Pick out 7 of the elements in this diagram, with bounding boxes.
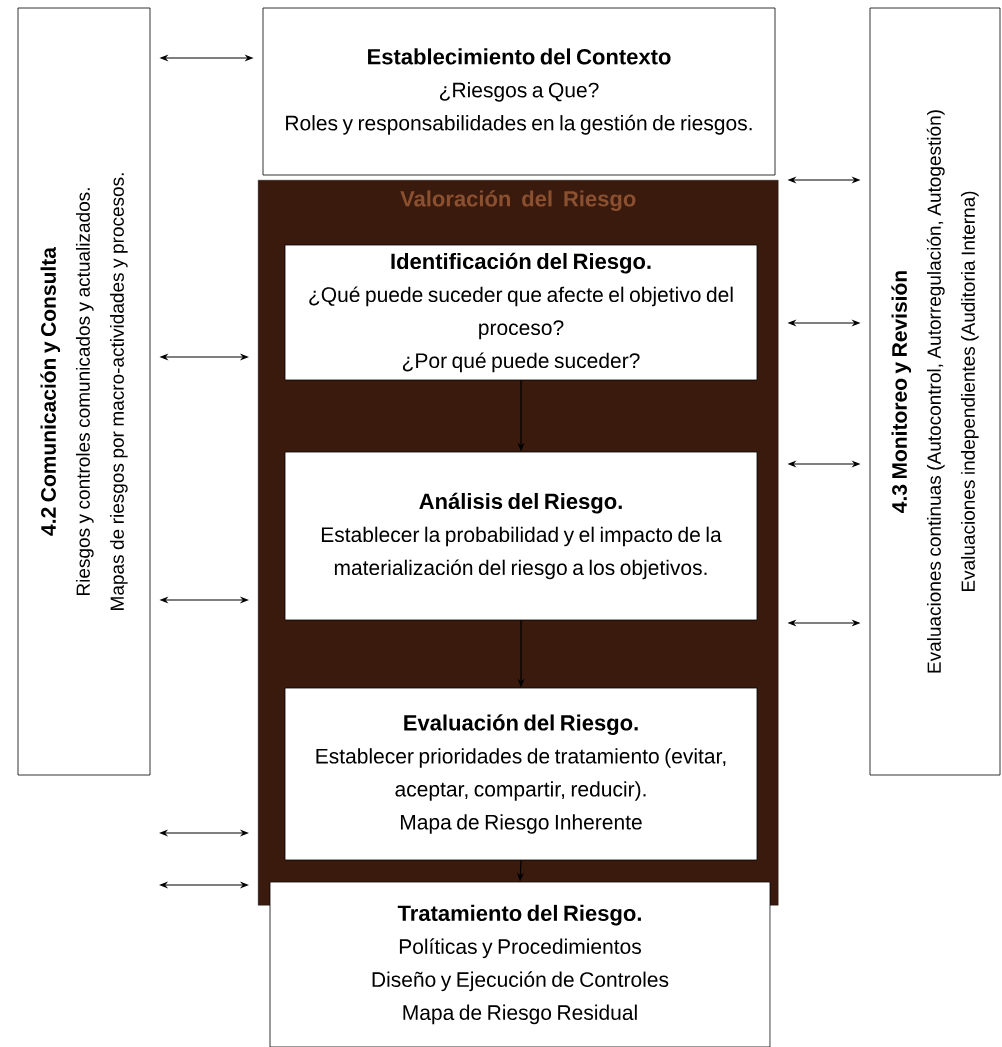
process-box: Evaluación del Riesgo. Establecer prioridades de tratamiento (evitar, aceptar, compartir, reducir). Mapa de Riesgo Inherente	[284, 687, 758, 861]
side-panel: 4.3 Monitoreo y Revisión Evaluaciones continuas (Autocontrol, Autorregulación, Autogestión) Evaluaciones independientes (Auditoria Interna)	[869, 7, 1001, 776]
process-box: Establecimiento del Contexto ¿Riesgos a Que? Roles y responsabilidades en la gestión de riesgos.	[262, 7, 776, 176]
process-box: Tratamiento del Riesgo. Políticas y Procedimientos Diseño y Ejecución de Controles Mapa de Riesgo Residual	[269, 881, 771, 1047]
process-box: Identificación del Riesgo. ¿Qué puede suceder que afecte el objetivo del proceso? ¿Por qué puede suceder?	[284, 244, 758, 381]
process-box: Análisis del Riesgo. Establecer la probabilidad y el impacto de la materialización del riesgo a los objetivos.	[284, 451, 758, 621]
side-panel: 4.2 Comunicación y Consulta Riesgos y controles comunicados y actualizados. Mapas de riesgos por macro-actividades y procesos.	[17, 7, 151, 776]
